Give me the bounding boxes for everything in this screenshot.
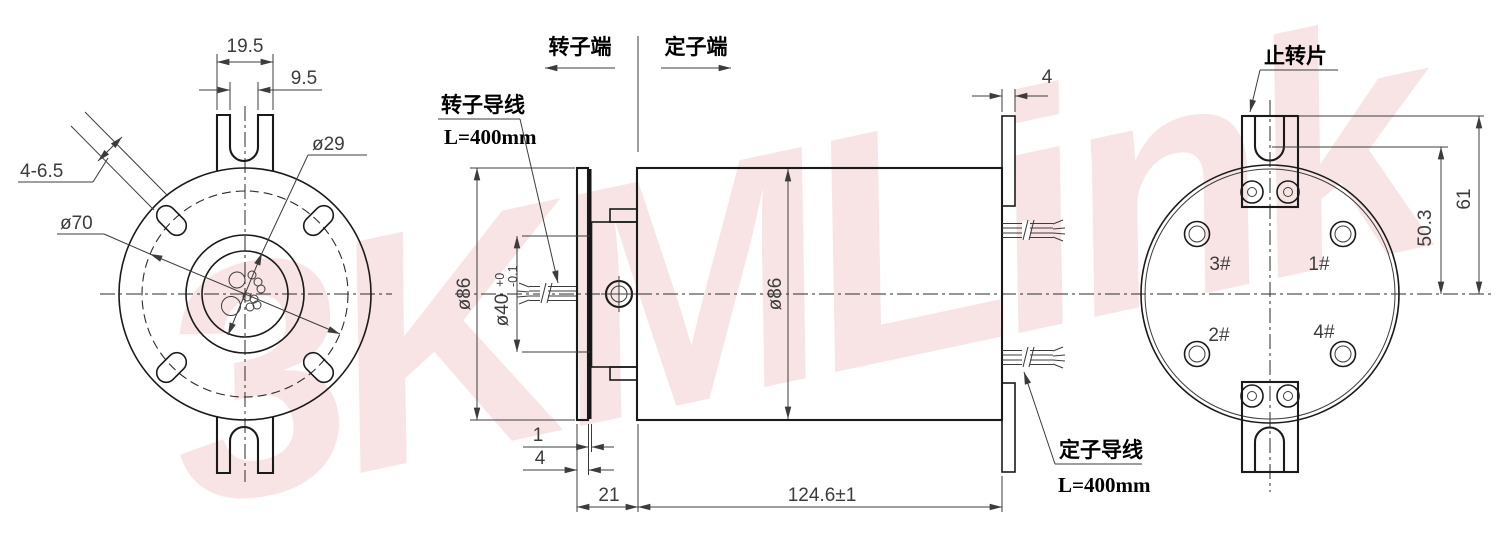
dim-hub-length: 21	[598, 485, 619, 506]
svg-text:+0: +0	[493, 273, 507, 287]
channel-label-3: 3#	[1209, 254, 1231, 275]
rear-outer-circle	[1140, 164, 1400, 424]
stator-wires-bottom	[1002, 346, 1066, 369]
front-view: 19.5 9.5 4-6.5 ø70	[18, 36, 392, 482]
end-labels: 转子端 定子端	[544, 35, 732, 152]
hub-top-step	[609, 208, 638, 223]
rear-view: 3# 1# 2# 4# 止转片	[1140, 44, 1484, 492]
rotor-wire-callout: 转子导线 L=400mm	[438, 93, 559, 284]
stator-wire-callout: 定子导线 L=400mm	[1023, 371, 1151, 497]
svg-text:ø86: ø86	[454, 278, 475, 311]
dim-body-od: ø86	[765, 168, 792, 420]
anti-rotation-tab-bottom-edge	[1001, 382, 1016, 473]
dim-bottom-group: 1 4 21 124.6±1	[523, 424, 1003, 512]
svg-text:ø86: ø86	[765, 278, 786, 311]
bolt-circle-dashed	[141, 190, 349, 398]
dim-flange-thickness: 4	[535, 448, 546, 469]
set-screw	[601, 276, 637, 312]
stator-body	[635, 166, 1004, 422]
dim-slot-to-center: 50.3	[1415, 210, 1436, 247]
svg-text:ø70: ø70	[60, 213, 93, 234]
dim-gap: 1	[533, 425, 544, 446]
tab-callout: 止转片	[1249, 44, 1338, 113]
hub-bottom-step	[609, 366, 638, 381]
anti-rotation-tab-top	[1240, 114, 1300, 209]
dim-slot-width: 9.5	[199, 68, 322, 110]
rotor-end-label: 转子端	[549, 35, 612, 59]
dim-bore: ø29	[227, 134, 367, 336]
rotor-flange	[575, 166, 590, 422]
channel-holes	[1183, 220, 1357, 368]
top-fork-tab	[215, 113, 275, 171]
svg-text:9.5: 9.5	[291, 68, 317, 89]
svg-text:L=400mm: L=400mm	[1058, 473, 1151, 497]
rear-inner-circle	[1144, 168, 1396, 420]
anti-rotation-tab-top-edge	[1001, 115, 1016, 207]
stator-end-label: 定子端	[665, 35, 728, 59]
svg-text:L=400mm: L=400mm	[444, 125, 537, 149]
dim-tab-to-center: 61	[1454, 188, 1475, 209]
mounting-slots	[155, 204, 335, 384]
dim-tab-thickness: 4	[972, 67, 1053, 112]
dim-mount-slots: 4-6.5	[18, 111, 169, 211]
svg-text:4-6.5: 4-6.5	[20, 161, 63, 182]
flange-outer-circle	[118, 167, 372, 421]
stator-wires-top	[1002, 219, 1066, 242]
dim-body-length: 124.6±1	[788, 485, 857, 506]
side-view: 转子端 定子端 转子导线 L=400mm 定子导线 L=400mm	[438, 35, 1492, 512]
dim-flange-od: ø86	[454, 167, 575, 421]
svg-text:-0.1: -0.1	[506, 265, 520, 287]
dim-right-group: 50.3 61	[1272, 115, 1484, 295]
svg-text:定子导线: 定子导线	[1059, 438, 1143, 462]
dim-bolt-circle: ø70	[57, 213, 341, 335]
svg-text:转子导线: 转子导线	[441, 93, 525, 117]
svg-text:止转片: 止转片	[1264, 44, 1327, 68]
svg-text:ø40: ø40	[492, 294, 513, 327]
dim-hub-bore: ø40 +0 -0.1	[492, 235, 590, 353]
channel-label-2: 2#	[1208, 325, 1230, 346]
bottom-fork-tab	[215, 417, 275, 475]
rotor-wires	[516, 282, 576, 305]
channel-label-1: 1#	[1308, 254, 1330, 275]
dim-tab-width: 19.5	[216, 36, 274, 110]
svg-text:ø29: ø29	[312, 134, 345, 155]
channel-label-4: 4#	[1313, 322, 1335, 343]
spacer-plate	[588, 169, 592, 419]
svg-text:4: 4	[1042, 67, 1053, 88]
svg-text:19.5: 19.5	[227, 36, 264, 57]
anti-rotation-tab-bottom	[1240, 380, 1300, 474]
